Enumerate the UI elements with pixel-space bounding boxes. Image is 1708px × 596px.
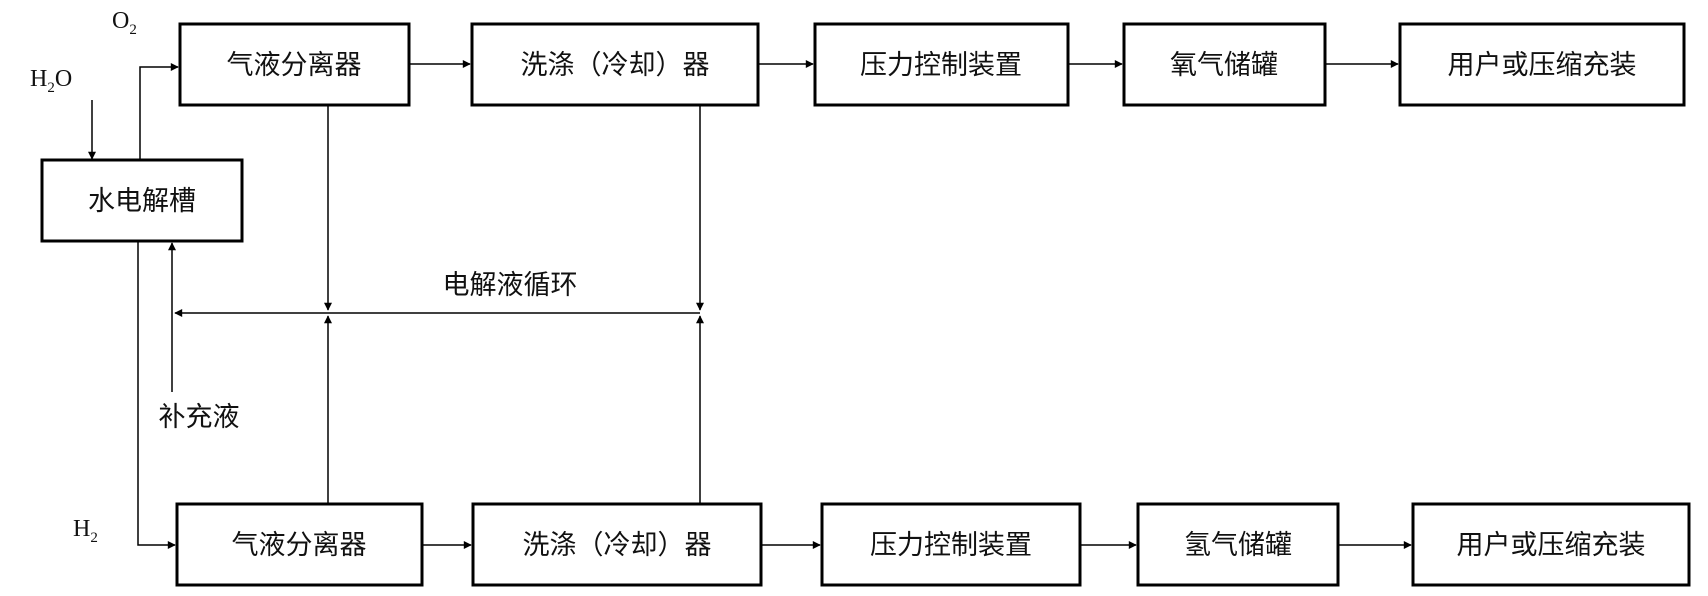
hydrogen-outlet-line: [137, 241, 176, 549]
electrolyzer-label: 水电解槽: [88, 186, 196, 216]
hydrogen-separator-node: 气液分离器: [175, 502, 424, 587]
hydrogen-user-node: 用户或压缩充装: [1411, 502, 1691, 587]
hydrogen-washer-label: 洗涤（冷却）器: [523, 530, 712, 560]
oxygen-user-label: 用户或压缩充装: [1448, 50, 1637, 80]
oxygen-label: O2: [112, 8, 137, 38]
hydrogen-separator-label: 气液分离器: [232, 530, 367, 560]
oxygen-washer-label: 洗涤（冷却）器: [521, 50, 710, 80]
oxygen-pressure-control-label: 压力控制装置: [860, 50, 1022, 80]
water-input-label: H2O: [30, 66, 72, 96]
hydrogen-pressure-control-node: 压力控制装置: [820, 502, 1082, 587]
oxygen-storage-tank-label: 氧气储罐: [1170, 50, 1278, 80]
oxygen-separator-node: 气液分离器: [178, 22, 411, 107]
oxygen-washer-node: 洗涤（冷却）器: [470, 22, 760, 107]
oxygen-pressure-control-node: 压力控制装置: [813, 22, 1070, 107]
oxygen-storage-tank-node: 氧气储罐: [1122, 22, 1327, 107]
makeup-liquid-label: 补充液: [159, 402, 240, 432]
hydrogen-pressure-control-label: 压力控制装置: [870, 530, 1032, 560]
oxygen-separator-label: 气液分离器: [227, 50, 362, 80]
oxygen-outlet-line: [139, 63, 179, 160]
electrolyte-circulation-label: 电解液循环: [443, 270, 578, 300]
hydrogen-storage-tank-label: 氢气储罐: [1184, 530, 1292, 560]
hydrogen-label: H2: [73, 516, 98, 546]
electrolyzer-node: 水电解槽: [40, 158, 244, 243]
hydrogen-user-label: 用户或压缩充装: [1457, 530, 1646, 560]
hydrogen-storage-tank-node: 氢气储罐: [1136, 502, 1340, 587]
oxygen-user-node: 用户或压缩充装: [1398, 22, 1686, 107]
hydrogen-washer-node: 洗涤（冷却）器: [471, 502, 763, 587]
